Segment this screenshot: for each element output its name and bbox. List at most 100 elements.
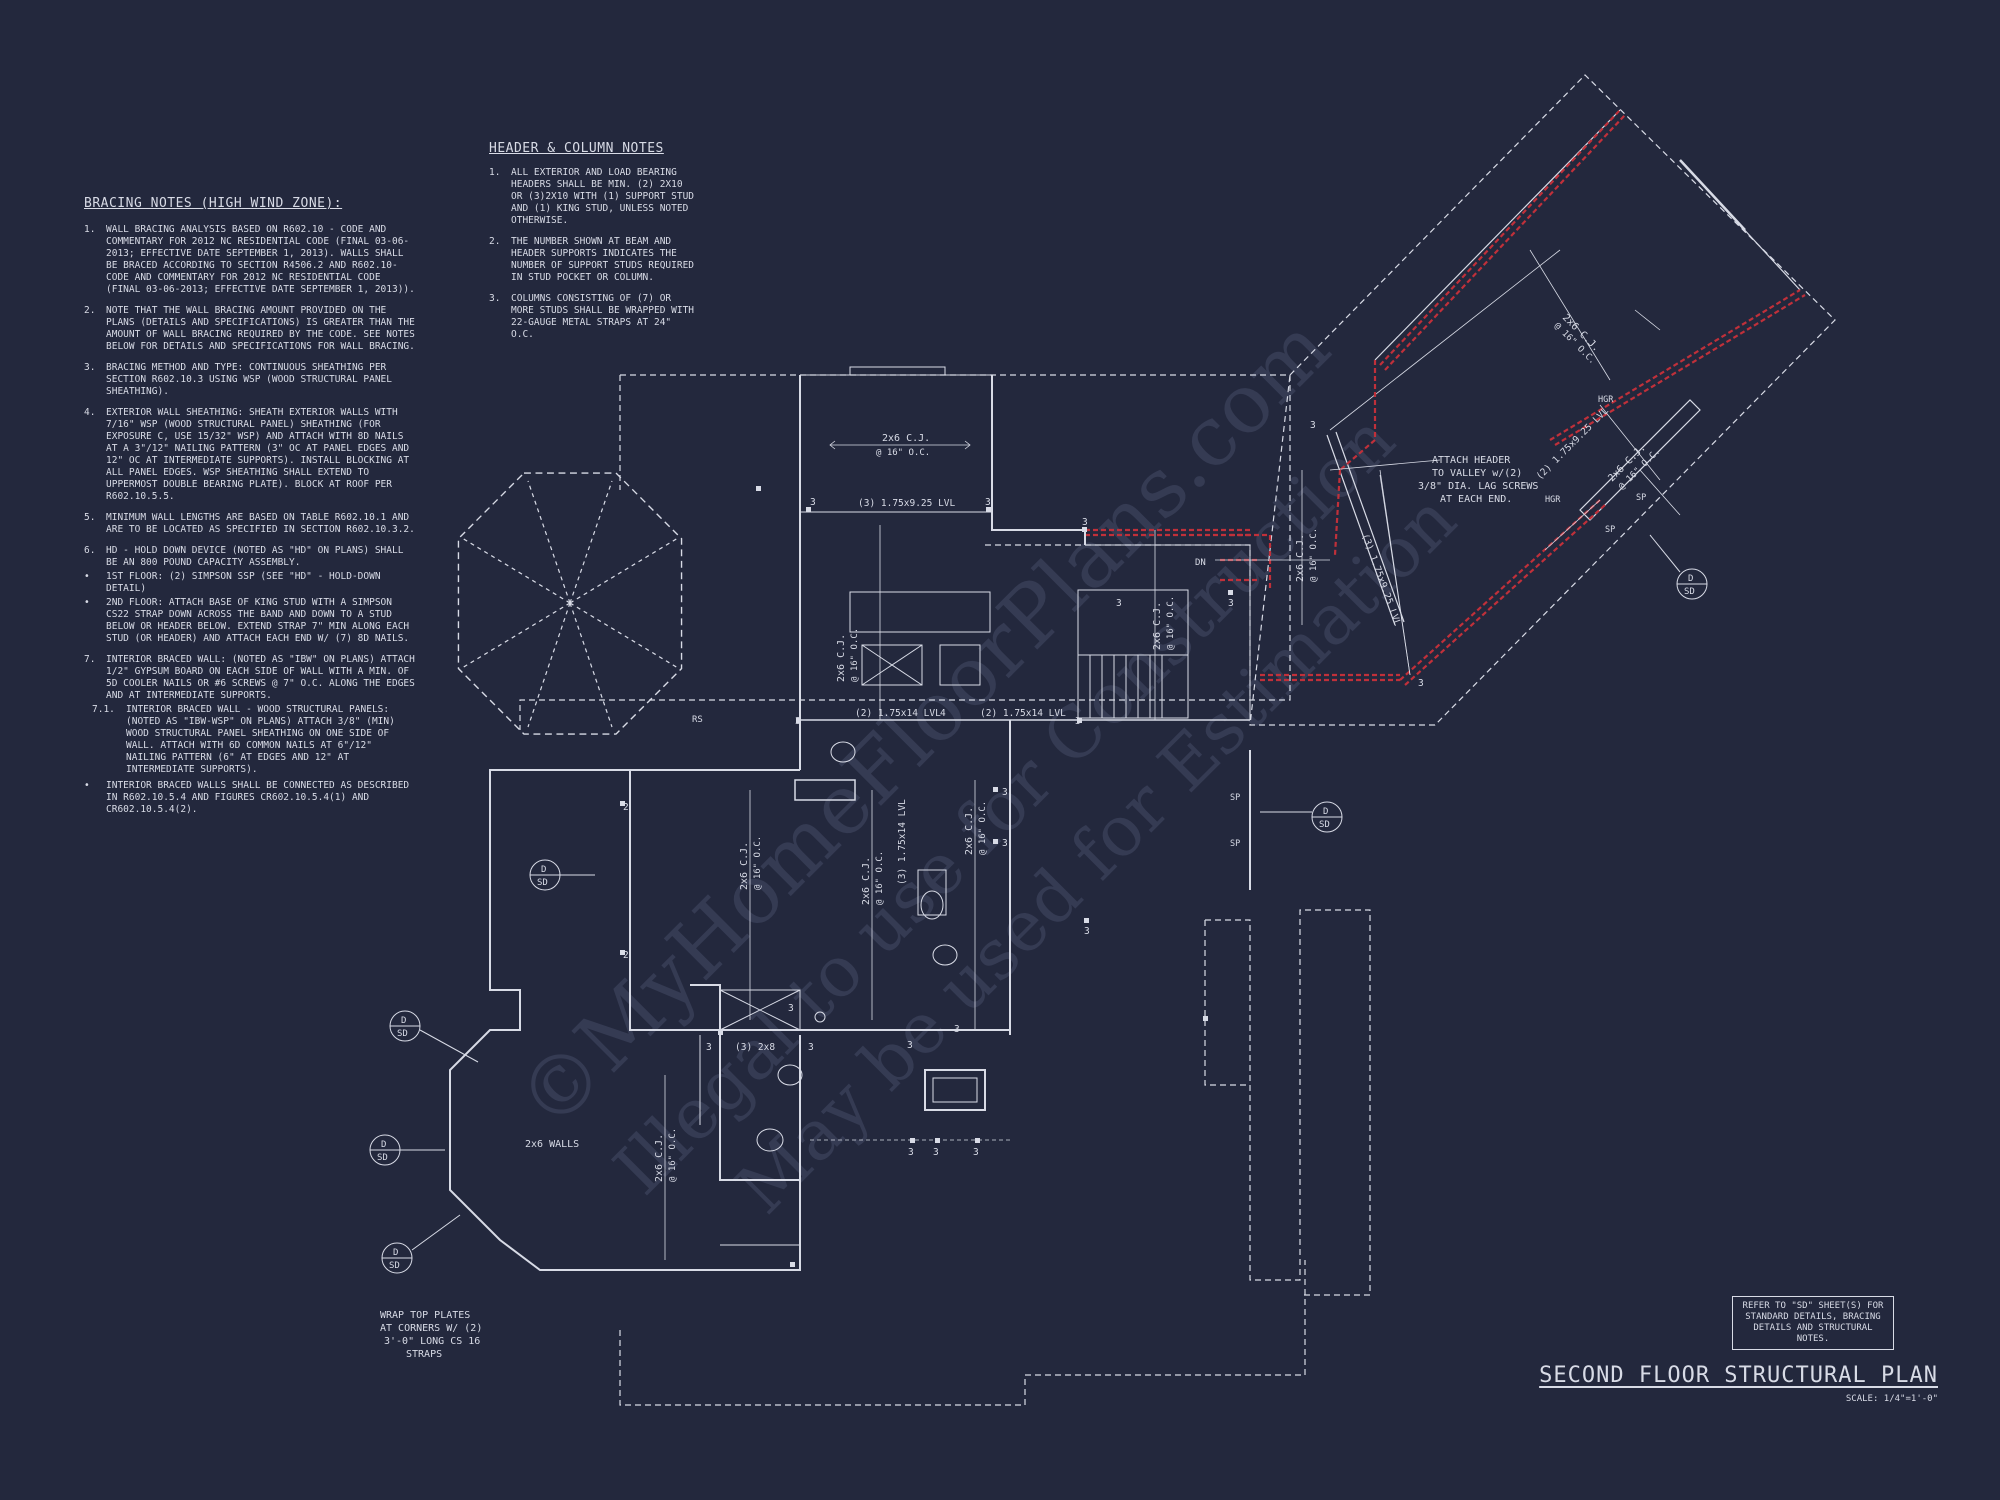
oc-label-valley: @ 16" O.C.	[1309, 528, 1319, 582]
detail-2-d: D	[401, 1016, 406, 1026]
stud-tag: 3	[973, 1147, 979, 1158]
dn-label: DN	[1195, 558, 1206, 568]
stud-tag: 3	[933, 1147, 939, 1158]
stud-posts	[620, 486, 1233, 1267]
stud-tag: 3	[808, 1042, 814, 1053]
cj-label-stair: 2x6 C.J.	[1152, 602, 1163, 650]
dimension-lines	[664, 249, 1681, 1260]
detail-3-sd: SD	[377, 1153, 388, 1163]
stud-tag: 2	[623, 802, 629, 813]
header-note-2: 2.THE NUMBER SHOWN AT BEAM AND HEADER SU…	[489, 236, 695, 283]
bracing-note-2: 2.NOTE THAT THE WALL BRACING AMOUNT PROV…	[84, 305, 415, 352]
stud-tag: 3	[706, 1042, 712, 1053]
bracing-note-6: 6.HD - HOLD DOWN DEVICE (NOTED AS "HD" O…	[84, 545, 404, 568]
stud-tag: 3	[907, 1040, 913, 1051]
oc-label-stair: @ 16" O.C.	[1166, 596, 1176, 650]
attach-header-line-1: ATTACH HEADER	[1432, 455, 1511, 466]
bracing-note-5: 5.MINIMUM WALL LENGTHS ARE BASED ON TABL…	[84, 512, 415, 535]
detail-6-sd: SD	[1684, 587, 1695, 597]
detail-4-d: D	[393, 1248, 398, 1258]
bracing-note-7-1: 7.1.INTERIOR BRACED WALL - WOOD STRUCTUR…	[92, 704, 395, 775]
detail-3-d: D	[381, 1140, 386, 1150]
oc-label-bay: @ 16" O.C.	[668, 1128, 678, 1182]
sp-label-1: SP	[1230, 793, 1240, 803]
wrap-plates-line-3: 3'-0" LONG CS 16	[384, 1336, 480, 1347]
stud-tag: 3	[1228, 598, 1234, 609]
stair-treads	[1089, 655, 1163, 718]
angled-wing	[1249, 74, 1836, 726]
interior-braced-bullet: INTERIOR BRACED WALLS SHALL BE CONNECTED…	[84, 780, 416, 816]
refer-sd-note: REFER TO "SD" SHEET(S) FOR STANDARD DETA…	[1732, 1296, 1894, 1350]
bracing-notes-title: BRACING NOTES (HIGH WIND ZONE):	[84, 196, 343, 211]
stud-tag: 2	[623, 950, 629, 961]
bracing-note-4: 4.EXTERIOR WALL SHEATHING: SHEATH EXTERI…	[84, 407, 410, 502]
cj-label-bed2: 2x6 C.J.	[861, 857, 872, 905]
stud-tag: 3	[985, 497, 991, 508]
lvl-label-5: (2) 1.75x9.25 LVL	[1534, 405, 1611, 482]
cj-label-valley: 2x6 C.J.	[1295, 534, 1306, 582]
sp-label-wing-2: SP	[1605, 525, 1615, 535]
roof-outline	[519, 374, 1371, 1406]
lvl-label-2: (2) 1.75x14 LVL	[855, 708, 941, 719]
attach-header-line-2: TO VALLEY w/(2)	[1432, 468, 1522, 479]
sp-label-wing-1: SP	[1636, 493, 1646, 503]
stud-tag: 3	[1082, 517, 1088, 528]
oc-label-bed1: @ 16" O.C.	[753, 836, 763, 890]
header-note-3: 3.COLUMNS CONSISTING OF (7) OR MORE STUD…	[489, 293, 695, 340]
attach-header-line-3: 3/8" DIA. LAG SCREWS	[1418, 481, 1538, 492]
wrap-plates-line-1: WRAP TOP PLATES	[380, 1310, 470, 1321]
cj-label-top: 2x6 C.J.	[882, 433, 930, 444]
detail-2-sd: SD	[397, 1029, 408, 1039]
detail-6-d: D	[1688, 574, 1693, 584]
octagon-gazebo	[457, 472, 683, 735]
oc-label-closet: @ 16" O.C.	[850, 628, 860, 682]
lvl-label-3: (2) 1.75x14 LVL	[980, 708, 1066, 719]
cj-label-bed1: 2x6 C.J.	[739, 842, 750, 890]
detail-markers	[369, 534, 1708, 1274]
stud-tag: 3	[1310, 420, 1316, 431]
oc-label-bed2: @ 16" O.C.	[875, 851, 885, 905]
bracing-note-7: 7.INTERIOR BRACED WALL: (NOTED AS "IBW" …	[84, 654, 415, 701]
fixtures	[719, 366, 991, 1152]
hgr-label-2: HGR	[1545, 495, 1561, 505]
sp-label-2: SP	[1230, 839, 1240, 849]
detail-5-sd: SD	[1319, 820, 1330, 830]
attach-header-line-4: AT EACH END.	[1440, 494, 1512, 505]
detail-5-d: D	[1323, 807, 1328, 817]
hgr-label-1: HGR	[1598, 395, 1614, 405]
oc-label-bath: @ 16" O.C.	[978, 801, 988, 855]
stud-tag: 3	[908, 1147, 914, 1158]
bracing-notes: 1.WALL BRACING ANALYSIS BASED ON R602.10…	[84, 224, 416, 818]
lvl-label-4: (3) 1.75x14 LVL	[897, 799, 908, 885]
red-framing	[1085, 109, 1806, 686]
stud-tag: 3	[1116, 598, 1122, 609]
wrap-plates-line-2: AT CORNERS W/ (2)	[380, 1323, 482, 1334]
oc-label-top: @ 16" O.C.	[876, 448, 930, 458]
header-note-1: 1.ALL EXTERIOR AND LOAD BEARING HEADERS …	[489, 167, 695, 226]
cj-label-bay: 2x6 C.J.	[654, 1134, 665, 1182]
wrap-plates-line-4: STRAPS	[406, 1349, 442, 1360]
stud-tag: 3	[810, 497, 816, 508]
detail-4-sd: SD	[389, 1261, 400, 1271]
hd-bullet-2nd-floor: 2ND FLOOR: ATTACH BASE OF KING STUD WITH…	[84, 597, 416, 645]
stud-tag: 3	[1002, 787, 1008, 798]
header-notes: 1.ALL EXTERIOR AND LOAD BEARING HEADERS …	[489, 167, 699, 350]
cj-label-closet: 2x6 C.J.	[836, 634, 847, 682]
lvl-label-1: (3) 1.75x9.25 LVL	[858, 498, 956, 509]
stud-tag: 3	[1002, 838, 1008, 849]
stud-tag: 3	[1418, 678, 1424, 689]
sheet-scale: SCALE: 1/4"=1'-0"	[1845, 1394, 1938, 1404]
plan-labels: 2x6 C.J. @ 16" O.C. (3) 1.75x9.25 LVL (2…	[377, 312, 1695, 1360]
bracing-note-1: 1.WALL BRACING ANALYSIS BASED ON R602.10…	[84, 224, 415, 295]
stair	[1077, 589, 1189, 719]
main-walls	[449, 374, 1251, 1271]
rs-label: RS	[692, 715, 703, 725]
header-3-2x8: (3) 2x8	[735, 1042, 775, 1053]
stud-tag: 4	[940, 708, 946, 719]
hd-bullet-1st-floor: 1ST FLOOR: (2) SIMPSON SSP (SEE "HD" - H…	[84, 571, 416, 595]
walls-2x6-label: 2x6 WALLS	[525, 1139, 579, 1150]
bracing-note-3: 3.BRACING METHOD AND TYPE: CONTINUOUS SH…	[84, 362, 392, 397]
